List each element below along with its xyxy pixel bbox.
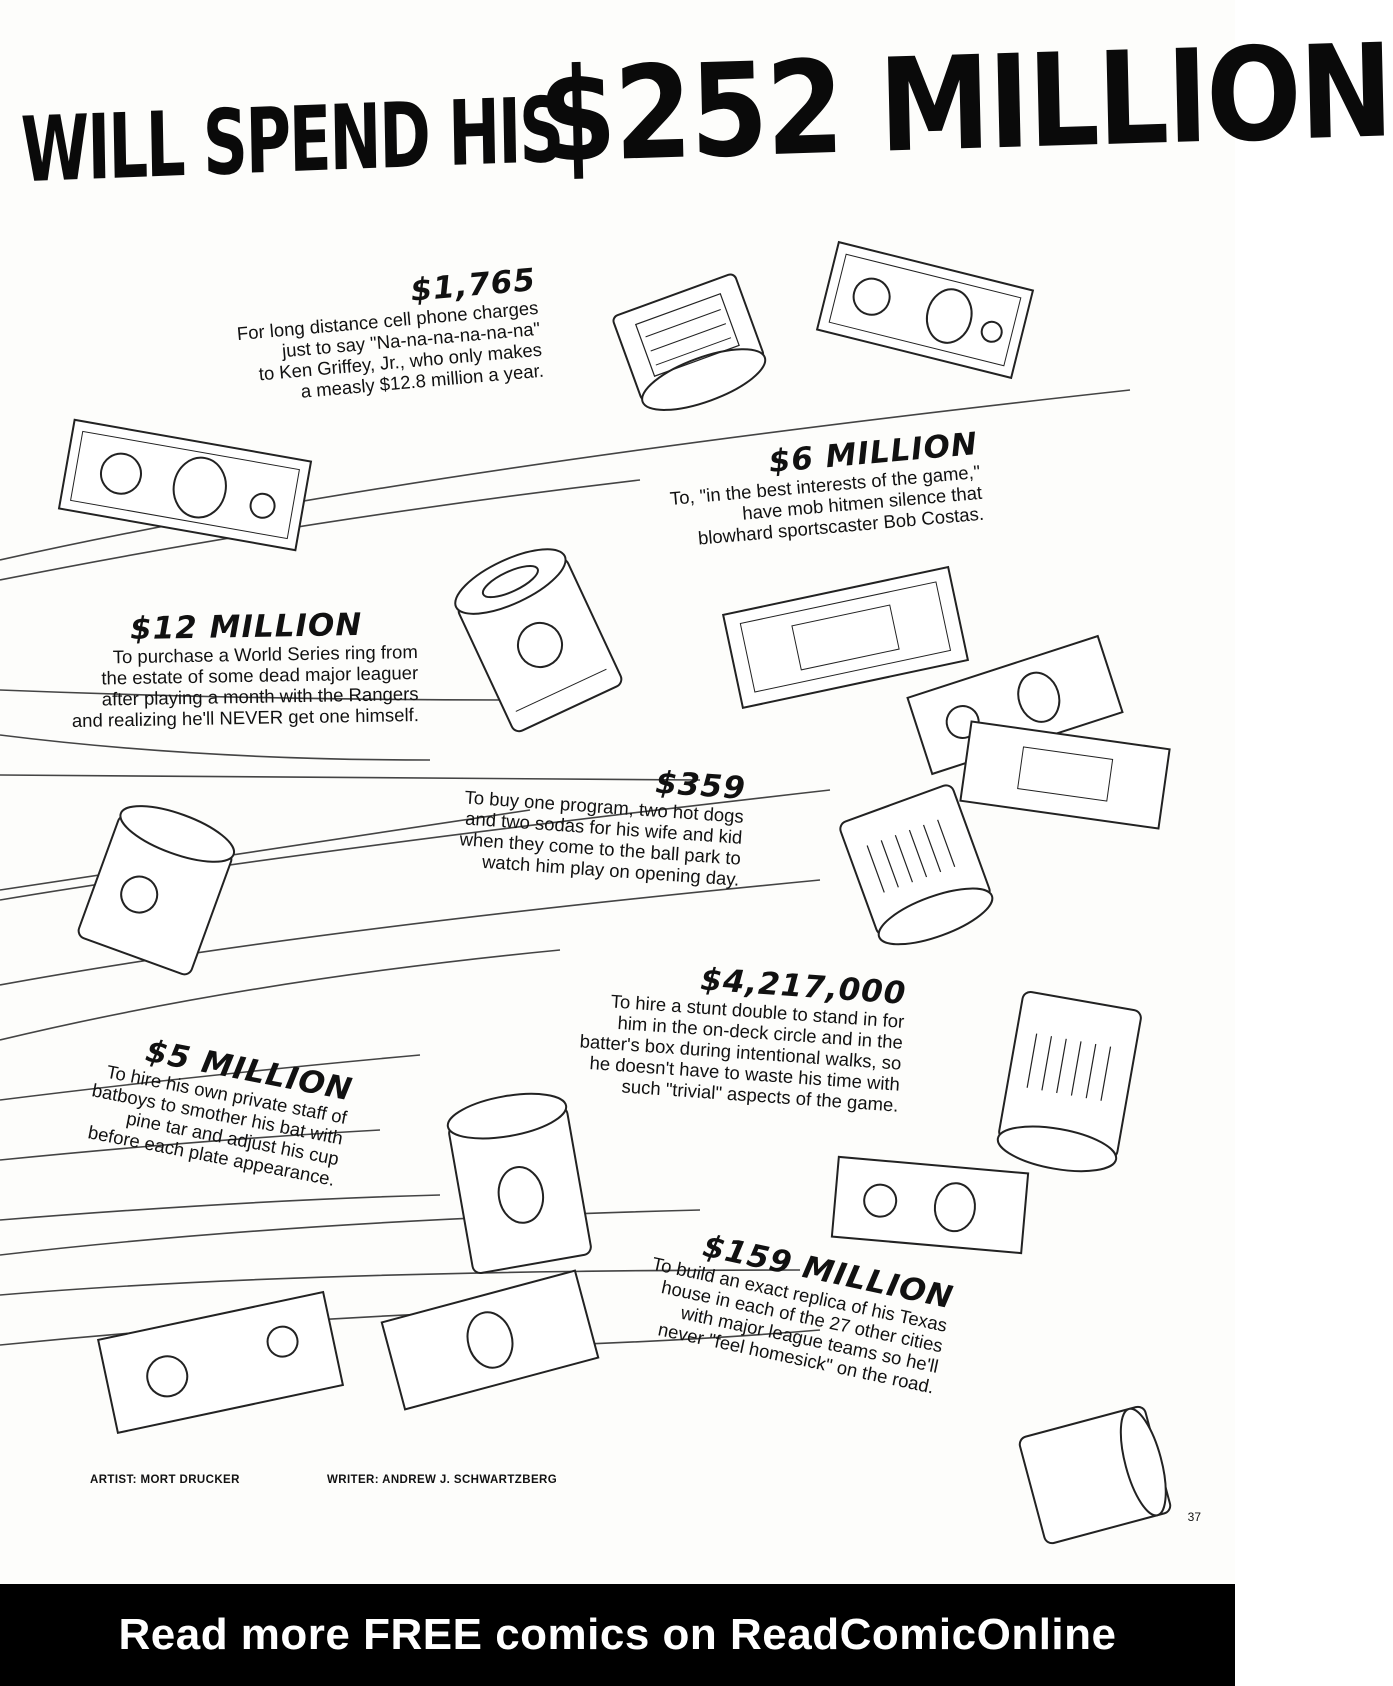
money-roll-illustration — [77, 805, 236, 976]
money-roll-illustration — [996, 990, 1142, 1173]
spend-item: $12 MILLION To purchase a World Series r… — [70, 606, 420, 731]
dollar-bill-illustration — [57, 418, 313, 552]
money-roll-illustration — [446, 1092, 592, 1275]
dollar-bill-illustration — [959, 720, 1171, 830]
dollar-bill-illustration — [721, 565, 970, 710]
spend-item: $359 To buy one program, two hot dogs an… — [458, 753, 747, 890]
spend-amount: $12 MILLION — [129, 606, 363, 648]
headline-amount: $252 MILLION — [536, 16, 1393, 193]
spend-description: To purchase a World Series ring from the… — [71, 640, 420, 731]
dollar-bill-illustration — [830, 1155, 1030, 1255]
promo-banner[interactable]: Read more FREE comics on ReadComicOnline — [0, 1584, 1235, 1686]
money-roll-illustration — [612, 273, 767, 411]
money-roll-illustration — [454, 548, 623, 733]
dollar-bill-illustration — [815, 240, 1035, 380]
artist-credit: ARTIST: MORT DRUCKER — [90, 1474, 240, 1486]
promo-banner-text: Read more FREE comics on ReadComicOnline — [118, 1610, 1117, 1659]
page-number: 37 — [1187, 1510, 1201, 1524]
comic-page: WILL SPEND HIS $252 MILLION — [0, 16, 1393, 1545]
spend-description: To hire a stunt double to stand in for h… — [579, 989, 906, 1116]
headline-line1: WILL SPEND HIS — [20, 76, 563, 203]
money-roll-illustration — [1018, 1405, 1172, 1545]
money-roll-illustration — [839, 784, 994, 946]
dollar-bill-illustration — [380, 1269, 600, 1411]
spend-item: $4,217,000 To hire a stunt double to sta… — [576, 956, 907, 1116]
writer-credit: WRITER: ANDREW J. SCHWARTZBERG — [327, 1474, 558, 1486]
dollar-bill-illustration — [96, 1290, 345, 1435]
